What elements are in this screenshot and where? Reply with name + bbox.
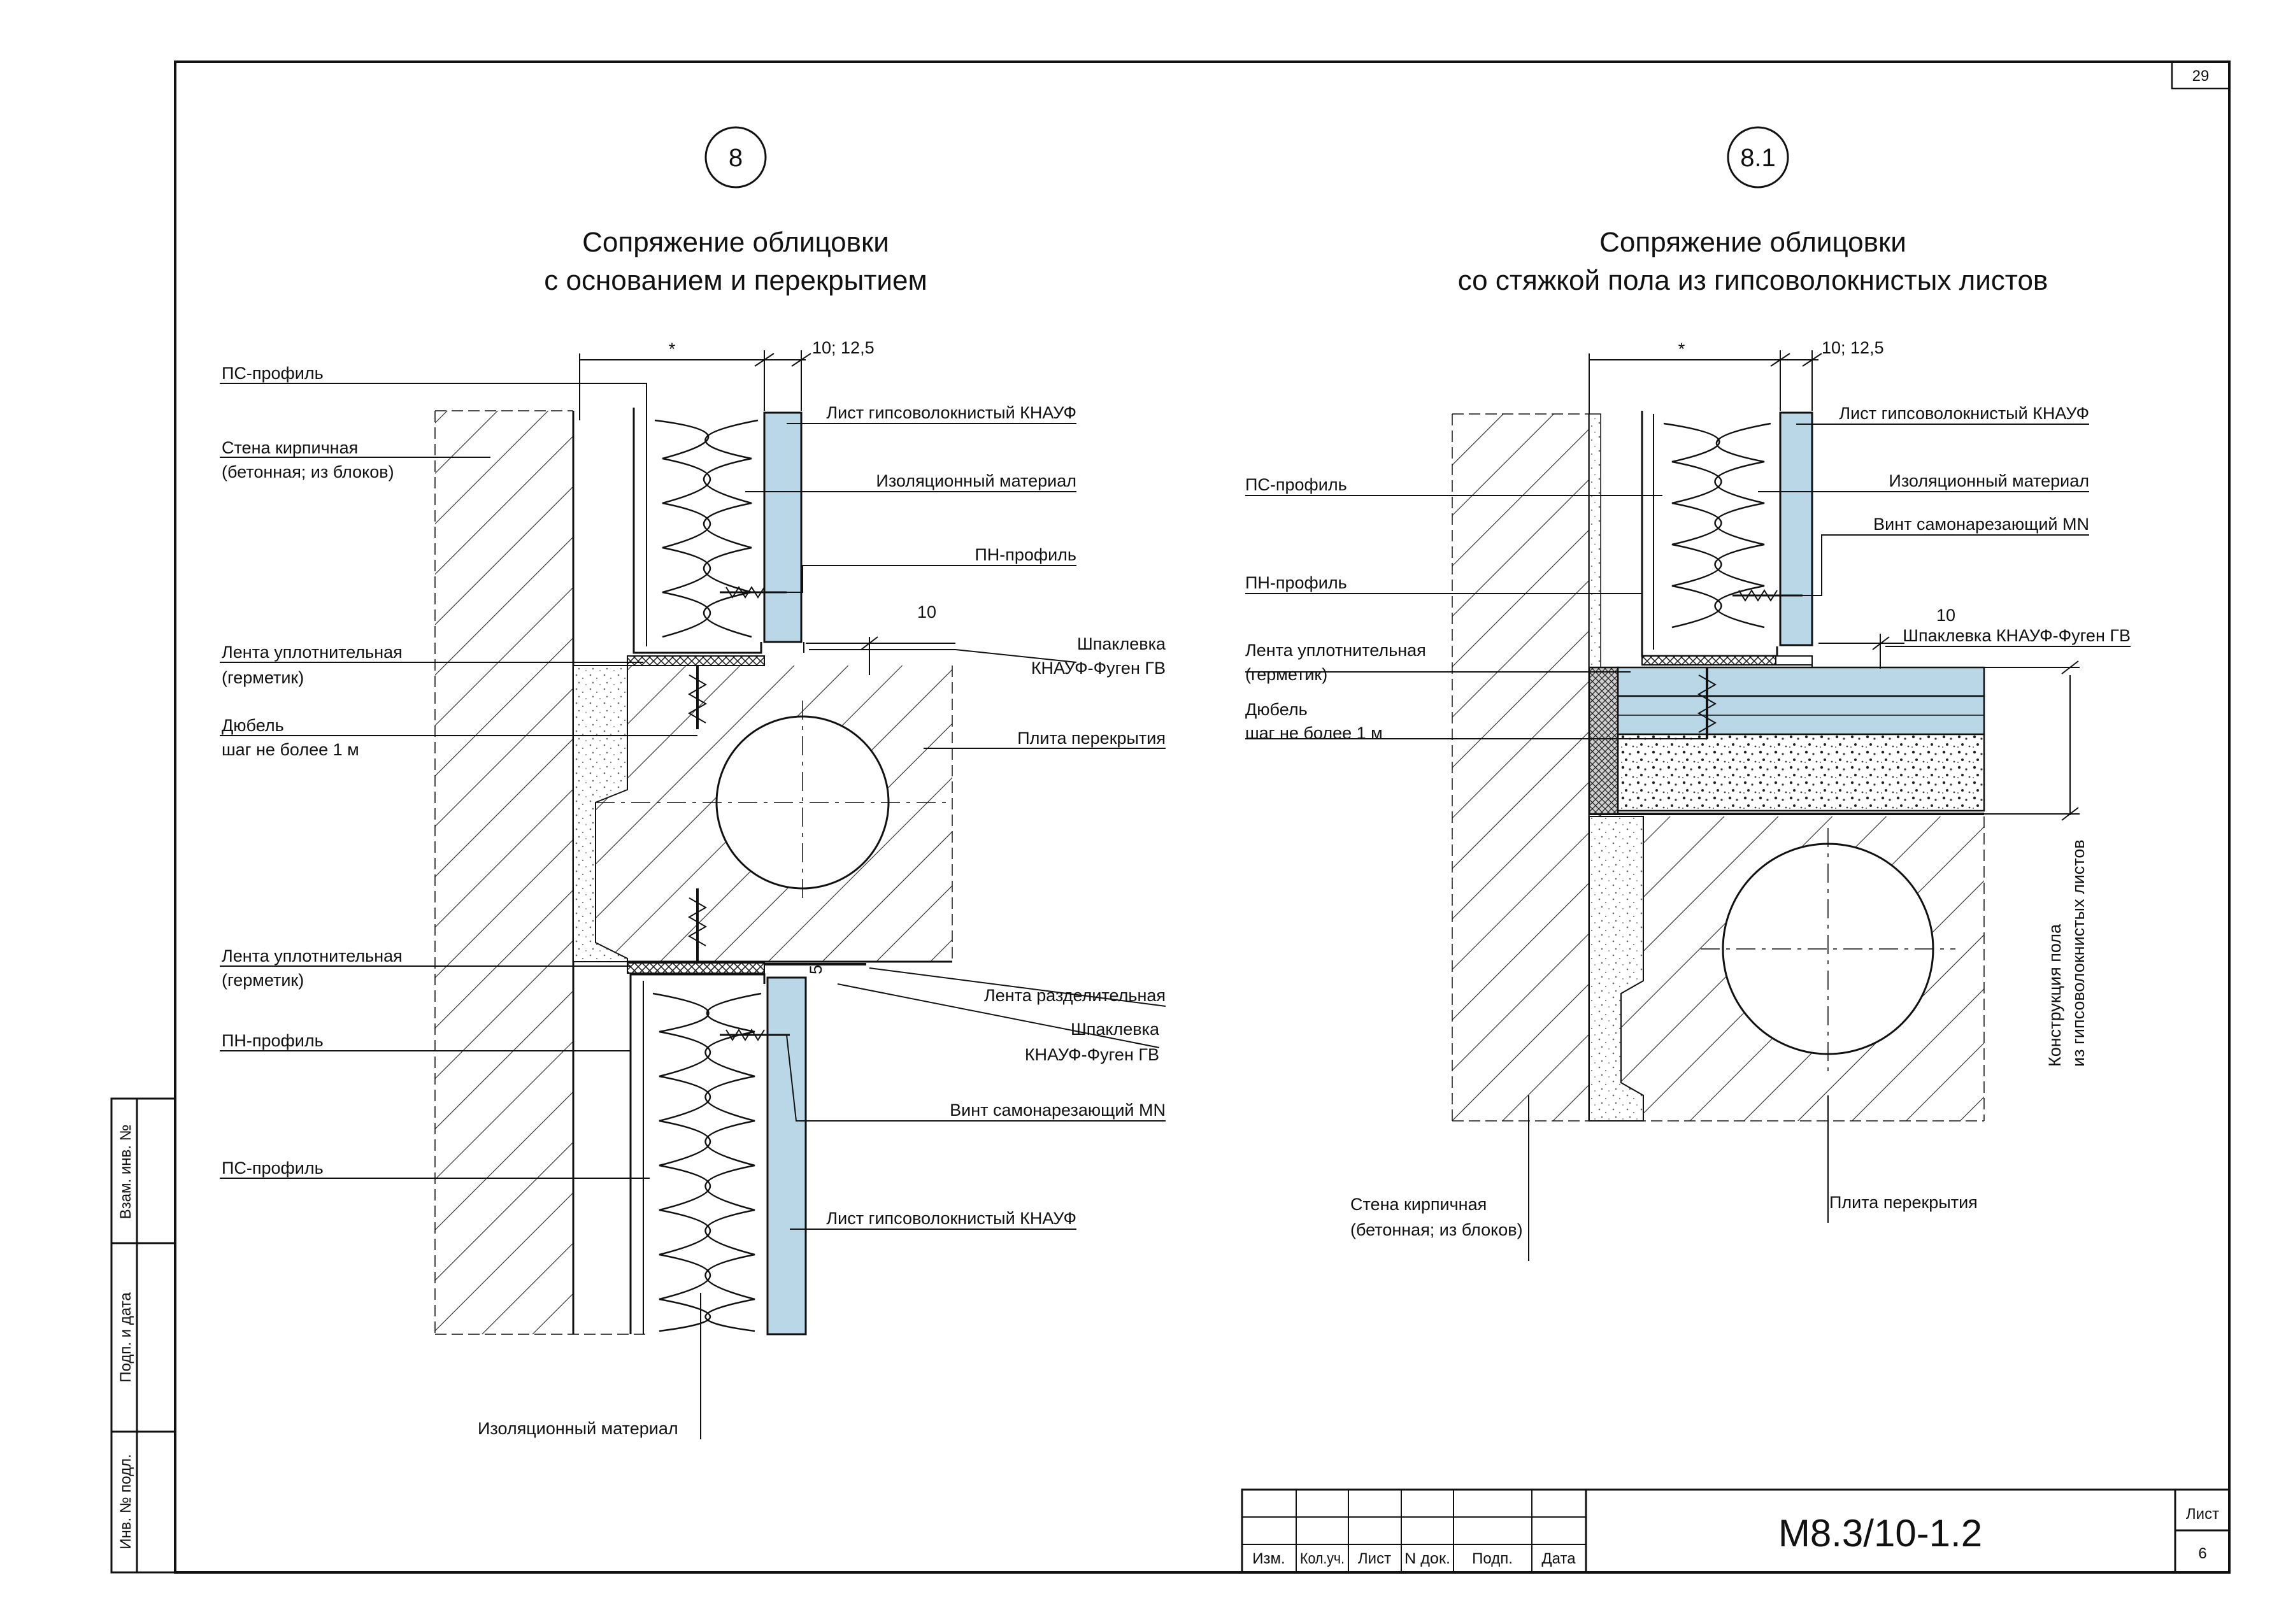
d8-label-sep-tape: Лента разделительная bbox=[984, 986, 1166, 1005]
floor-slab-2 bbox=[1589, 816, 1985, 1122]
d8-label-putty-bot-1: Шпаклевка bbox=[1071, 1020, 1160, 1039]
stamp-sign-date: Подп. и дата bbox=[117, 1292, 134, 1383]
side-stamp bbox=[110, 1097, 176, 1574]
d81-label-screw: Винт самонарезающий MN bbox=[1873, 515, 2089, 534]
detail-8-1-marker-circle bbox=[1727, 126, 1789, 189]
sheet-label: Лист bbox=[2186, 1506, 2219, 1523]
d8-label-ps-profile-top: ПС-профиль bbox=[222, 364, 324, 383]
d81-label-slab: Плита перекрытия bbox=[1829, 1193, 1978, 1212]
d8-label-putty-top-2: КНАУФ-Фуген ГВ bbox=[1031, 659, 1166, 678]
d8-label-tape-top-1: Лента уплотнительная bbox=[222, 643, 403, 662]
sheet-value: 6 bbox=[2198, 1545, 2206, 1562]
d81-label-wall-2: (бетонная; из блоков) bbox=[1350, 1220, 1523, 1239]
detail-8-marker: 8 bbox=[729, 144, 743, 172]
tb-header-kol: Кол.уч. bbox=[1300, 1550, 1345, 1567]
d8-label-putty-bot-2: КНАУФ-Фуген ГВ bbox=[1025, 1045, 1159, 1064]
detail-8-dim-5: 5 bbox=[806, 965, 825, 974]
title-block bbox=[1241, 1488, 2231, 1574]
d8-label-dowel-2: шаг не более 1 м bbox=[222, 740, 359, 759]
d8-label-board-top: Лист гипсоволокнистый КНАУФ bbox=[826, 403, 1076, 422]
brick-wall-2 bbox=[1452, 413, 1984, 1122]
detail-8-1-leaders bbox=[1245, 424, 2131, 1261]
d81-label-ps-profile: ПС-профиль bbox=[1245, 475, 1347, 494]
d8-label-ps-profile-bot: ПС-профиль bbox=[222, 1158, 324, 1178]
detail-8-1-marker: 8.1 bbox=[1740, 144, 1776, 172]
d8-label-slab: Плита перекрытия bbox=[1017, 729, 1166, 748]
d8-label-insulation-top: Изоляционный материал bbox=[876, 471, 1076, 490]
detail-8-dim-board: 10; 12,5 bbox=[812, 338, 875, 357]
d8-label-board-bot: Лист гипсоволокнистый КНАУФ bbox=[826, 1209, 1076, 1228]
stamp-orig-inv: Инв. № подл. bbox=[117, 1454, 134, 1549]
document-code: М8.3/10-1.2 bbox=[1778, 1512, 1982, 1555]
d8-label-tape-bot-2: (герметик) bbox=[222, 971, 304, 990]
detail-8-title-2: с основанием и перекрытием bbox=[544, 265, 927, 296]
tb-header-podp: Подп. bbox=[1472, 1550, 1513, 1567]
d81-label-tape-2: (герметик) bbox=[1245, 665, 1327, 684]
floor-slab bbox=[596, 666, 953, 963]
detail-8-leaders-right bbox=[745, 423, 1166, 1230]
detail-8-dimensions bbox=[579, 350, 955, 675]
d8-label-pn-profile-bot: ПН-профиль bbox=[222, 1031, 324, 1050]
d81-label-wall-1: Стена кирпичная bbox=[1350, 1195, 1487, 1214]
detail-8-1-dim-gap: 10 bbox=[1936, 606, 1955, 625]
lower-lining bbox=[627, 888, 866, 1336]
d81-label-pn-profile: ПН-профиль bbox=[1245, 573, 1347, 592]
tb-header-izm: Изм. bbox=[1252, 1550, 1285, 1567]
detail-8-leaders-left bbox=[220, 383, 701, 1439]
upper-lining bbox=[627, 408, 804, 729]
d8-label-wall-1: Стена кирпичная bbox=[222, 438, 358, 457]
brick-wall bbox=[434, 410, 650, 1335]
detail-8-title-1: Сопряжение облицовки bbox=[582, 227, 889, 258]
d8-label-dowel-1: Дюбель bbox=[222, 716, 284, 735]
d81-label-floor-2: из гипсоволокнистых листов bbox=[2069, 839, 2088, 1067]
tb-header-ndoc: N док. bbox=[1404, 1550, 1450, 1567]
d8-label-insulation-bot: Изоляционный материал bbox=[478, 1419, 678, 1438]
d81-label-dowel-1: Дюбель bbox=[1245, 700, 1308, 719]
drawing-frame bbox=[174, 61, 2231, 1574]
detail-8-marker-circle bbox=[704, 126, 767, 189]
gvl-screed bbox=[1588, 665, 1985, 815]
d81-label-tape-1: Лента уплотнительная bbox=[1245, 641, 1426, 660]
detail-8: 8 Сопряжение облицовки с основанием и пе… bbox=[220, 126, 1166, 1439]
d8-label-pn-profile-top: ПН-профиль bbox=[975, 545, 1076, 564]
d8-label-putty-top-1: Шпаклевка bbox=[1077, 634, 1166, 653]
tb-header-list: Лист bbox=[1358, 1550, 1391, 1567]
detail-8-dim-gap: 10 bbox=[917, 602, 936, 622]
d8-label-wall-2: (бетонная; из блоков) bbox=[222, 462, 394, 481]
sheet-number: 29 bbox=[2192, 68, 2210, 85]
d81-label-floor-1: Конструкция пола bbox=[2045, 923, 2064, 1067]
detail-8-1: 8.1 Сопряжение облицовки со стяжкой пола… bbox=[1245, 126, 2131, 1261]
detail-8-1-dimensions bbox=[1589, 350, 2080, 821]
d81-label-board: Лист гипсоволокнистый КНАУФ bbox=[1839, 404, 2089, 423]
upper-lining-2 bbox=[1641, 411, 1813, 666]
d8-label-tape-bot-1: Лента уплотнительная bbox=[222, 946, 403, 965]
detail-8-1-title-1: Сопряжение облицовки bbox=[1599, 227, 1906, 258]
d81-label-insulation: Изоляционный материал bbox=[1889, 471, 2089, 490]
tb-header-date: Дата bbox=[1541, 1550, 1576, 1567]
detail-8-1-dim-star: * bbox=[1678, 339, 1685, 359]
detail-8-1-dim-board: 10; 12,5 bbox=[1822, 338, 1884, 357]
detail-8-1-title-2: со стяжкой пола из гипсоволокнистых лист… bbox=[1458, 265, 2048, 296]
d8-label-screw: Винт самонарезающий MN bbox=[950, 1100, 1166, 1120]
stamp-replaced-inv: Взам. инв. № bbox=[117, 1125, 134, 1220]
d81-label-dowel-2: шаг не более 1 м bbox=[1245, 723, 1383, 743]
detail-8-dim-star: * bbox=[669, 339, 676, 359]
d81-label-putty: Шпаклевка КНАУФ-Фуген ГВ bbox=[1903, 626, 2131, 645]
d8-label-tape-top-2: (герметик) bbox=[222, 668, 304, 687]
